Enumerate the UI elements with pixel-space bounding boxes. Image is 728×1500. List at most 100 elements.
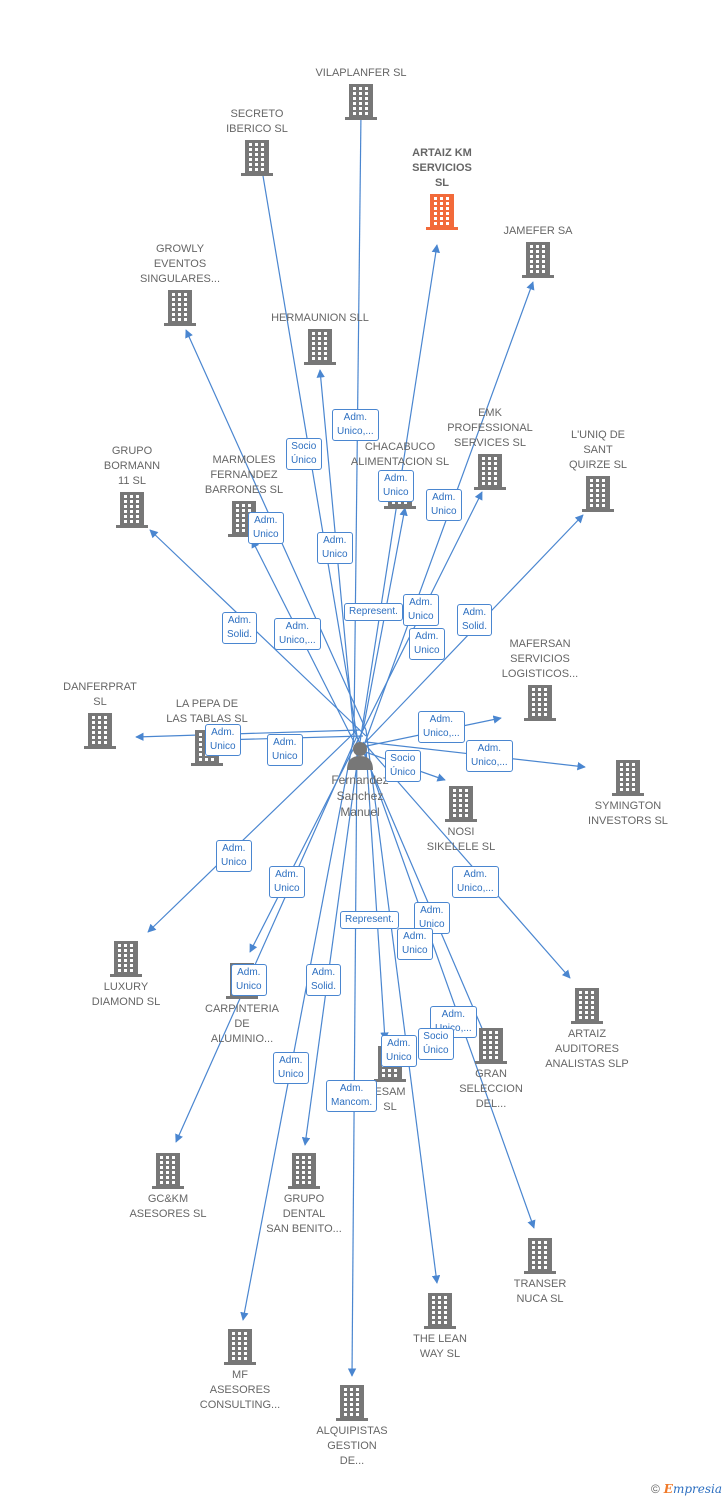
company-name: DANFERPRAT SL (63, 681, 137, 708)
company-node-leanway[interactable]: THE LEAN WAY SL (375, 1290, 505, 1362)
company-node-mafersan[interactable]: MAFERSAN SERVICIOS LOGISTICOS... (475, 637, 605, 724)
person-node[interactable]: Fernandez Sanchez Manuel (318, 740, 402, 820)
role-badge[interactable]: Socio Único (385, 750, 421, 782)
company-node-vilaplanfer[interactable]: VILAPLANFER SL (296, 66, 426, 123)
building-icon (612, 760, 644, 796)
company-node-gckm[interactable]: GC&KM ASESORES SL (103, 1150, 233, 1222)
role-badge[interactable]: Adm. Unico (269, 866, 305, 898)
company-node-hermaunion[interactable]: HERMAUNION SLL (255, 311, 385, 368)
building-icon (152, 1153, 184, 1189)
role-badge[interactable]: Adm. Unico (248, 512, 284, 544)
company-name: MARMOLES FERNANDEZ BARRONES SL (204, 454, 284, 496)
role-badge[interactable]: Socio Único (286, 438, 322, 470)
company-node-growly[interactable]: GROWLY EVENTOS SINGULARES... (115, 242, 245, 329)
company-node-marmoles[interactable]: MARMOLES FERNANDEZ BARRONES SL (179, 453, 309, 540)
building-icon (116, 492, 148, 528)
role-badge[interactable]: Adm. Solid. (457, 604, 493, 636)
role-badge[interactable]: Adm. Unico (205, 724, 241, 756)
role-badge[interactable]: Adm. Unico (317, 532, 353, 564)
company-node-artaiz-aud[interactable]: ARTAIZ AUDITORES ANALISTAS SLP (522, 985, 652, 1072)
relation-edge (353, 729, 488, 1041)
company-node-alquipistas[interactable]: ALQUIPISTAS GESTION DE... (287, 1382, 417, 1469)
role-badge[interactable]: Adm. Unico (267, 734, 303, 766)
company-name: MF ASESORES CONSULTING... (199, 1369, 281, 1411)
role-badge[interactable]: Represent. (340, 911, 399, 929)
building-icon (241, 140, 273, 176)
role-badge[interactable]: Socio Único (418, 1028, 454, 1060)
role-badge[interactable]: Adm. Unico (231, 964, 267, 996)
company-node-bormann[interactable]: GRUPO BORMANN 11 SL (67, 444, 197, 531)
building-icon (288, 1153, 320, 1189)
company-name: CARPINTERIA DE ALUMINIO... (205, 1003, 279, 1045)
company-name: EMK PROFESSIONAL SERVICES SL (447, 407, 533, 449)
company-node-mf[interactable]: MF ASESORES CONSULTING... (175, 1326, 305, 1413)
role-badge[interactable]: Adm. Unico (409, 628, 445, 660)
company-node-transer[interactable]: TRANSER NUCA SL (475, 1235, 605, 1307)
company-name: HERMAUNION SLL (271, 312, 369, 324)
company-node-lapepa[interactable]: LA PEPA DE LAS TABLAS SL (142, 697, 272, 769)
role-badge[interactable]: Adm. Mancom. (326, 1080, 378, 1112)
building-icon (224, 1329, 256, 1365)
building-icon (110, 941, 142, 977)
relation-edge (175, 735, 358, 1143)
company-node-artaiz-km[interactable]: ARTAIZ KM SERVICIOS SL (377, 146, 507, 233)
company-name: ESAM SL (374, 1086, 406, 1113)
role-badge[interactable]: Adm. Solid. (306, 964, 342, 996)
company-name: JAMEFER SA (503, 225, 573, 237)
relation-edge (347, 741, 358, 1377)
role-badge[interactable]: Adm. Solid. (222, 612, 258, 644)
relation-edge (365, 729, 441, 1284)
person-icon (347, 742, 373, 770)
role-badge[interactable]: Adm. Unico,... (332, 409, 379, 441)
company-name: SECRETO IBERICO SL (226, 108, 288, 135)
company-node-secreto[interactable]: SECRETO IBERICO SL (192, 107, 322, 179)
company-node-gran[interactable]: GRAN SELECCION DEL... (426, 1025, 556, 1112)
company-name: ARTAIZ AUDITORES ANALISTAS SLP (545, 1028, 629, 1070)
relation-edge (365, 747, 389, 1041)
role-badge[interactable]: Represent. (344, 603, 403, 621)
relation-edge (249, 735, 361, 953)
building-icon (426, 194, 458, 230)
building-icon (424, 1293, 456, 1329)
company-node-nosi[interactable]: NOSI SIKELELE SL (396, 783, 526, 855)
role-badge[interactable]: Adm. Unico (273, 1052, 309, 1084)
role-badge[interactable]: Adm. Unico (403, 594, 439, 626)
company-name: TRANSER NUCA SL (513, 1278, 567, 1305)
building-icon (582, 476, 614, 512)
relation-edge (149, 529, 367, 737)
company-name: CHACABUCO ALIMENTACION SL (350, 441, 450, 468)
company-node-emk[interactable]: EMK PROFESSIONAL SERVICES SL (425, 406, 555, 493)
role-badge[interactable]: Adm. Unico (426, 489, 462, 521)
relation-edge (240, 735, 355, 1321)
role-badge[interactable]: Adm. Unico,... (274, 618, 321, 650)
building-icon (474, 454, 506, 490)
building-icon (522, 242, 554, 278)
relation-edge (135, 729, 361, 741)
company-name: VILAPLANFER SL (315, 67, 407, 79)
role-badge[interactable]: Adm. Unico (381, 1035, 417, 1067)
company-node-danferprat[interactable]: DANFERPRAT SL (35, 680, 165, 752)
role-badge[interactable]: Adm. Unico,... (466, 740, 513, 772)
person-name: Fernandez Sanchez Manuel (331, 773, 389, 819)
footer: © Empresia (651, 1482, 722, 1496)
company-node-luniq[interactable]: L'UNIQ DE SANT QUIRZE SL (533, 428, 663, 515)
building-icon (84, 713, 116, 749)
role-badge[interactable]: Adm. Unico (378, 470, 414, 502)
company-name: GRUPO DENTAL SAN BENITO... (266, 1193, 342, 1235)
relation-edge (362, 747, 536, 1229)
role-badge[interactable]: Adm. Unico (397, 928, 433, 960)
company-name: GROWLY EVENTOS SINGULARES... (139, 243, 221, 285)
company-node-dental[interactable]: GRUPO DENTAL SAN BENITO... (239, 1150, 369, 1237)
company-node-jamefer[interactable]: JAMEFER SA (473, 224, 603, 281)
role-badge[interactable]: Adm. Unico,... (452, 866, 499, 898)
company-node-luxury[interactable]: LUXURY DIAMOND SL (61, 938, 191, 1010)
relation-edge (147, 729, 358, 933)
company-name: ALQUIPISTAS GESTION DE... (316, 1425, 388, 1467)
edge-layer (135, 111, 586, 1377)
role-badge[interactable]: Adm. Unico,... (418, 711, 465, 743)
building-icon (445, 786, 477, 822)
brand-logo[interactable]: Empresia (663, 1482, 722, 1496)
role-badge[interactable]: Adm. Unico (216, 840, 252, 872)
company-node-symington[interactable]: SYMINGTON INVESTORS SL (563, 757, 693, 829)
